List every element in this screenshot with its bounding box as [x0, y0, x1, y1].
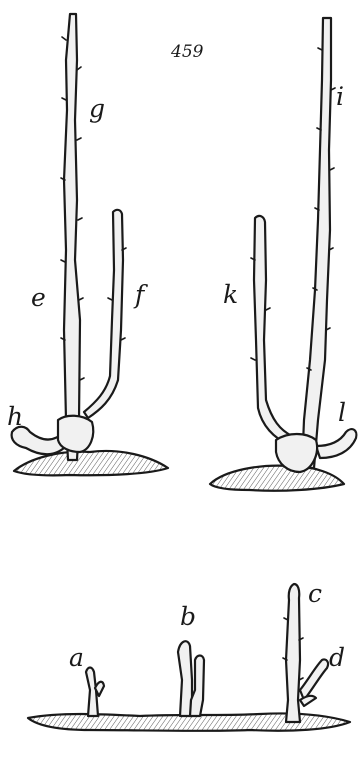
label-b: b [180, 604, 196, 629]
label-d: d [329, 645, 345, 670]
plant-b [178, 641, 204, 716]
right-plant-shoot-l [316, 429, 356, 458]
label-l: l [338, 400, 346, 425]
right-plant-shoot-k [254, 216, 292, 444]
left-plant-main-stem [64, 14, 80, 460]
left-plant [12, 14, 168, 475]
right-plant [210, 18, 356, 491]
label-g: g [89, 96, 105, 121]
label-h: h [7, 404, 23, 429]
left-plant-shoot-f [84, 210, 123, 418]
plant-a [86, 668, 104, 717]
right-plant-main-stem [302, 18, 331, 468]
label-e: e [31, 285, 46, 310]
label-f: f [135, 282, 144, 307]
label-c: c [308, 581, 322, 606]
label-a: a [69, 645, 84, 670]
plant-d-shoot [300, 659, 328, 700]
label-i: i [336, 84, 344, 109]
left-plant-ground [14, 451, 168, 475]
figure-number: 459 [171, 44, 203, 61]
left-plant-crown [58, 416, 93, 452]
right-plant-ground [210, 466, 344, 491]
label-k: k [223, 282, 238, 307]
